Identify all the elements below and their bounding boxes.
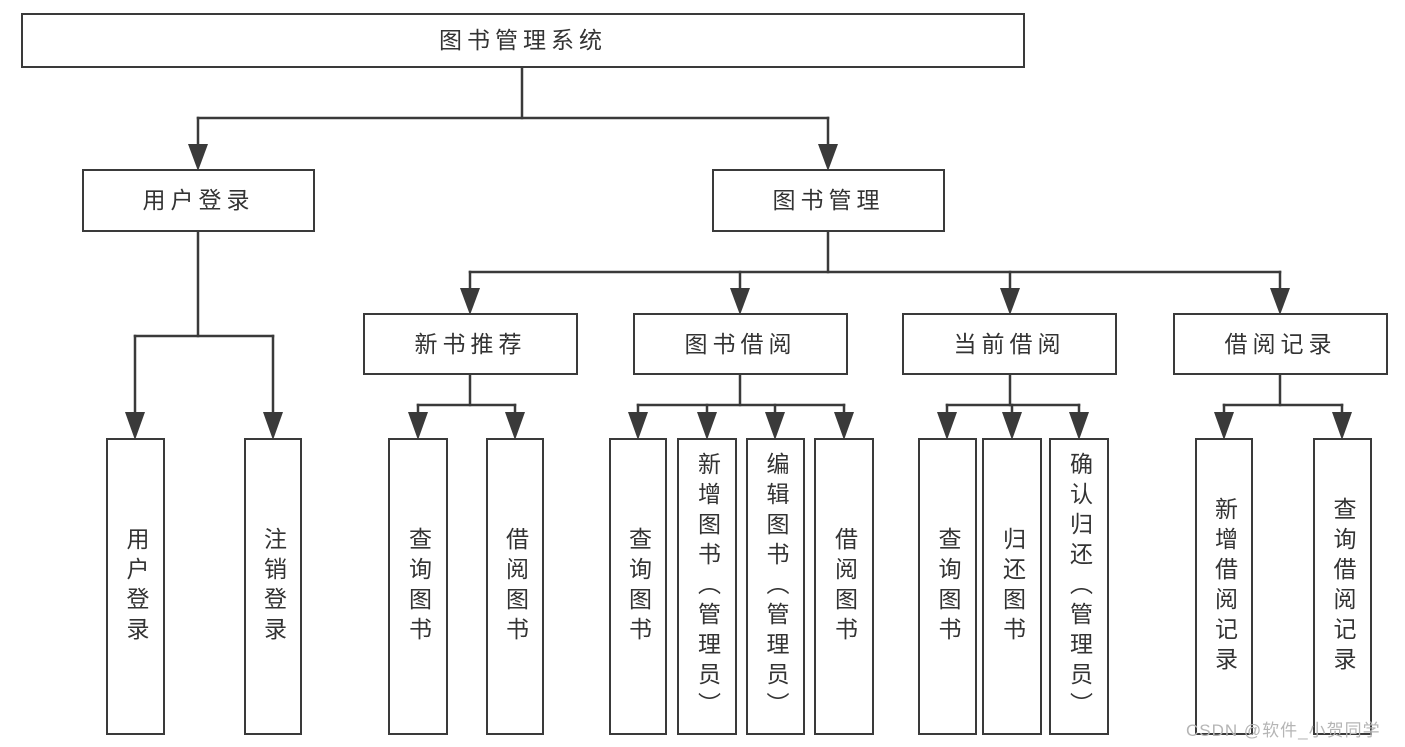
node-user-login: 用户登录	[82, 169, 315, 232]
csdn-watermark: CSDN @软件_小贺同学	[1186, 721, 1381, 740]
node-current-borrow: 当前借阅	[902, 313, 1117, 375]
leaf-current-query-books: 查询图书	[918, 438, 977, 735]
leaf-borrow-borrow-books: 借阅图书	[814, 438, 874, 735]
leaf-user-login: 用户登录	[106, 438, 165, 735]
node-book-management: 图书管理	[712, 169, 945, 232]
leaf-records-query-record: 查询借阅记录	[1313, 438, 1372, 735]
node-root-title: 图书管理系统	[21, 13, 1025, 68]
node-new-book-recommend: 新书推荐	[363, 313, 578, 375]
node-book-borrow: 图书借阅	[633, 313, 848, 375]
leaf-current-confirm-return-admin: 确认归还（管理员）	[1049, 438, 1109, 735]
leaf-borrow-edit-books-admin: 编辑图书（管理员）	[746, 438, 805, 735]
leaf-logout: 注销登录	[244, 438, 302, 735]
leaf-recommend-query-books: 查询图书	[388, 438, 448, 735]
leaf-records-add-record: 新增借阅记录	[1195, 438, 1253, 735]
leaf-current-return-books: 归还图书	[982, 438, 1042, 735]
node-borrow-records: 借阅记录	[1173, 313, 1388, 375]
leaf-recommend-borrow-books: 借阅图书	[486, 438, 544, 735]
leaf-borrow-query-books: 查询图书	[609, 438, 667, 735]
leaf-borrow-add-books-admin: 新增图书（管理员）	[677, 438, 737, 735]
